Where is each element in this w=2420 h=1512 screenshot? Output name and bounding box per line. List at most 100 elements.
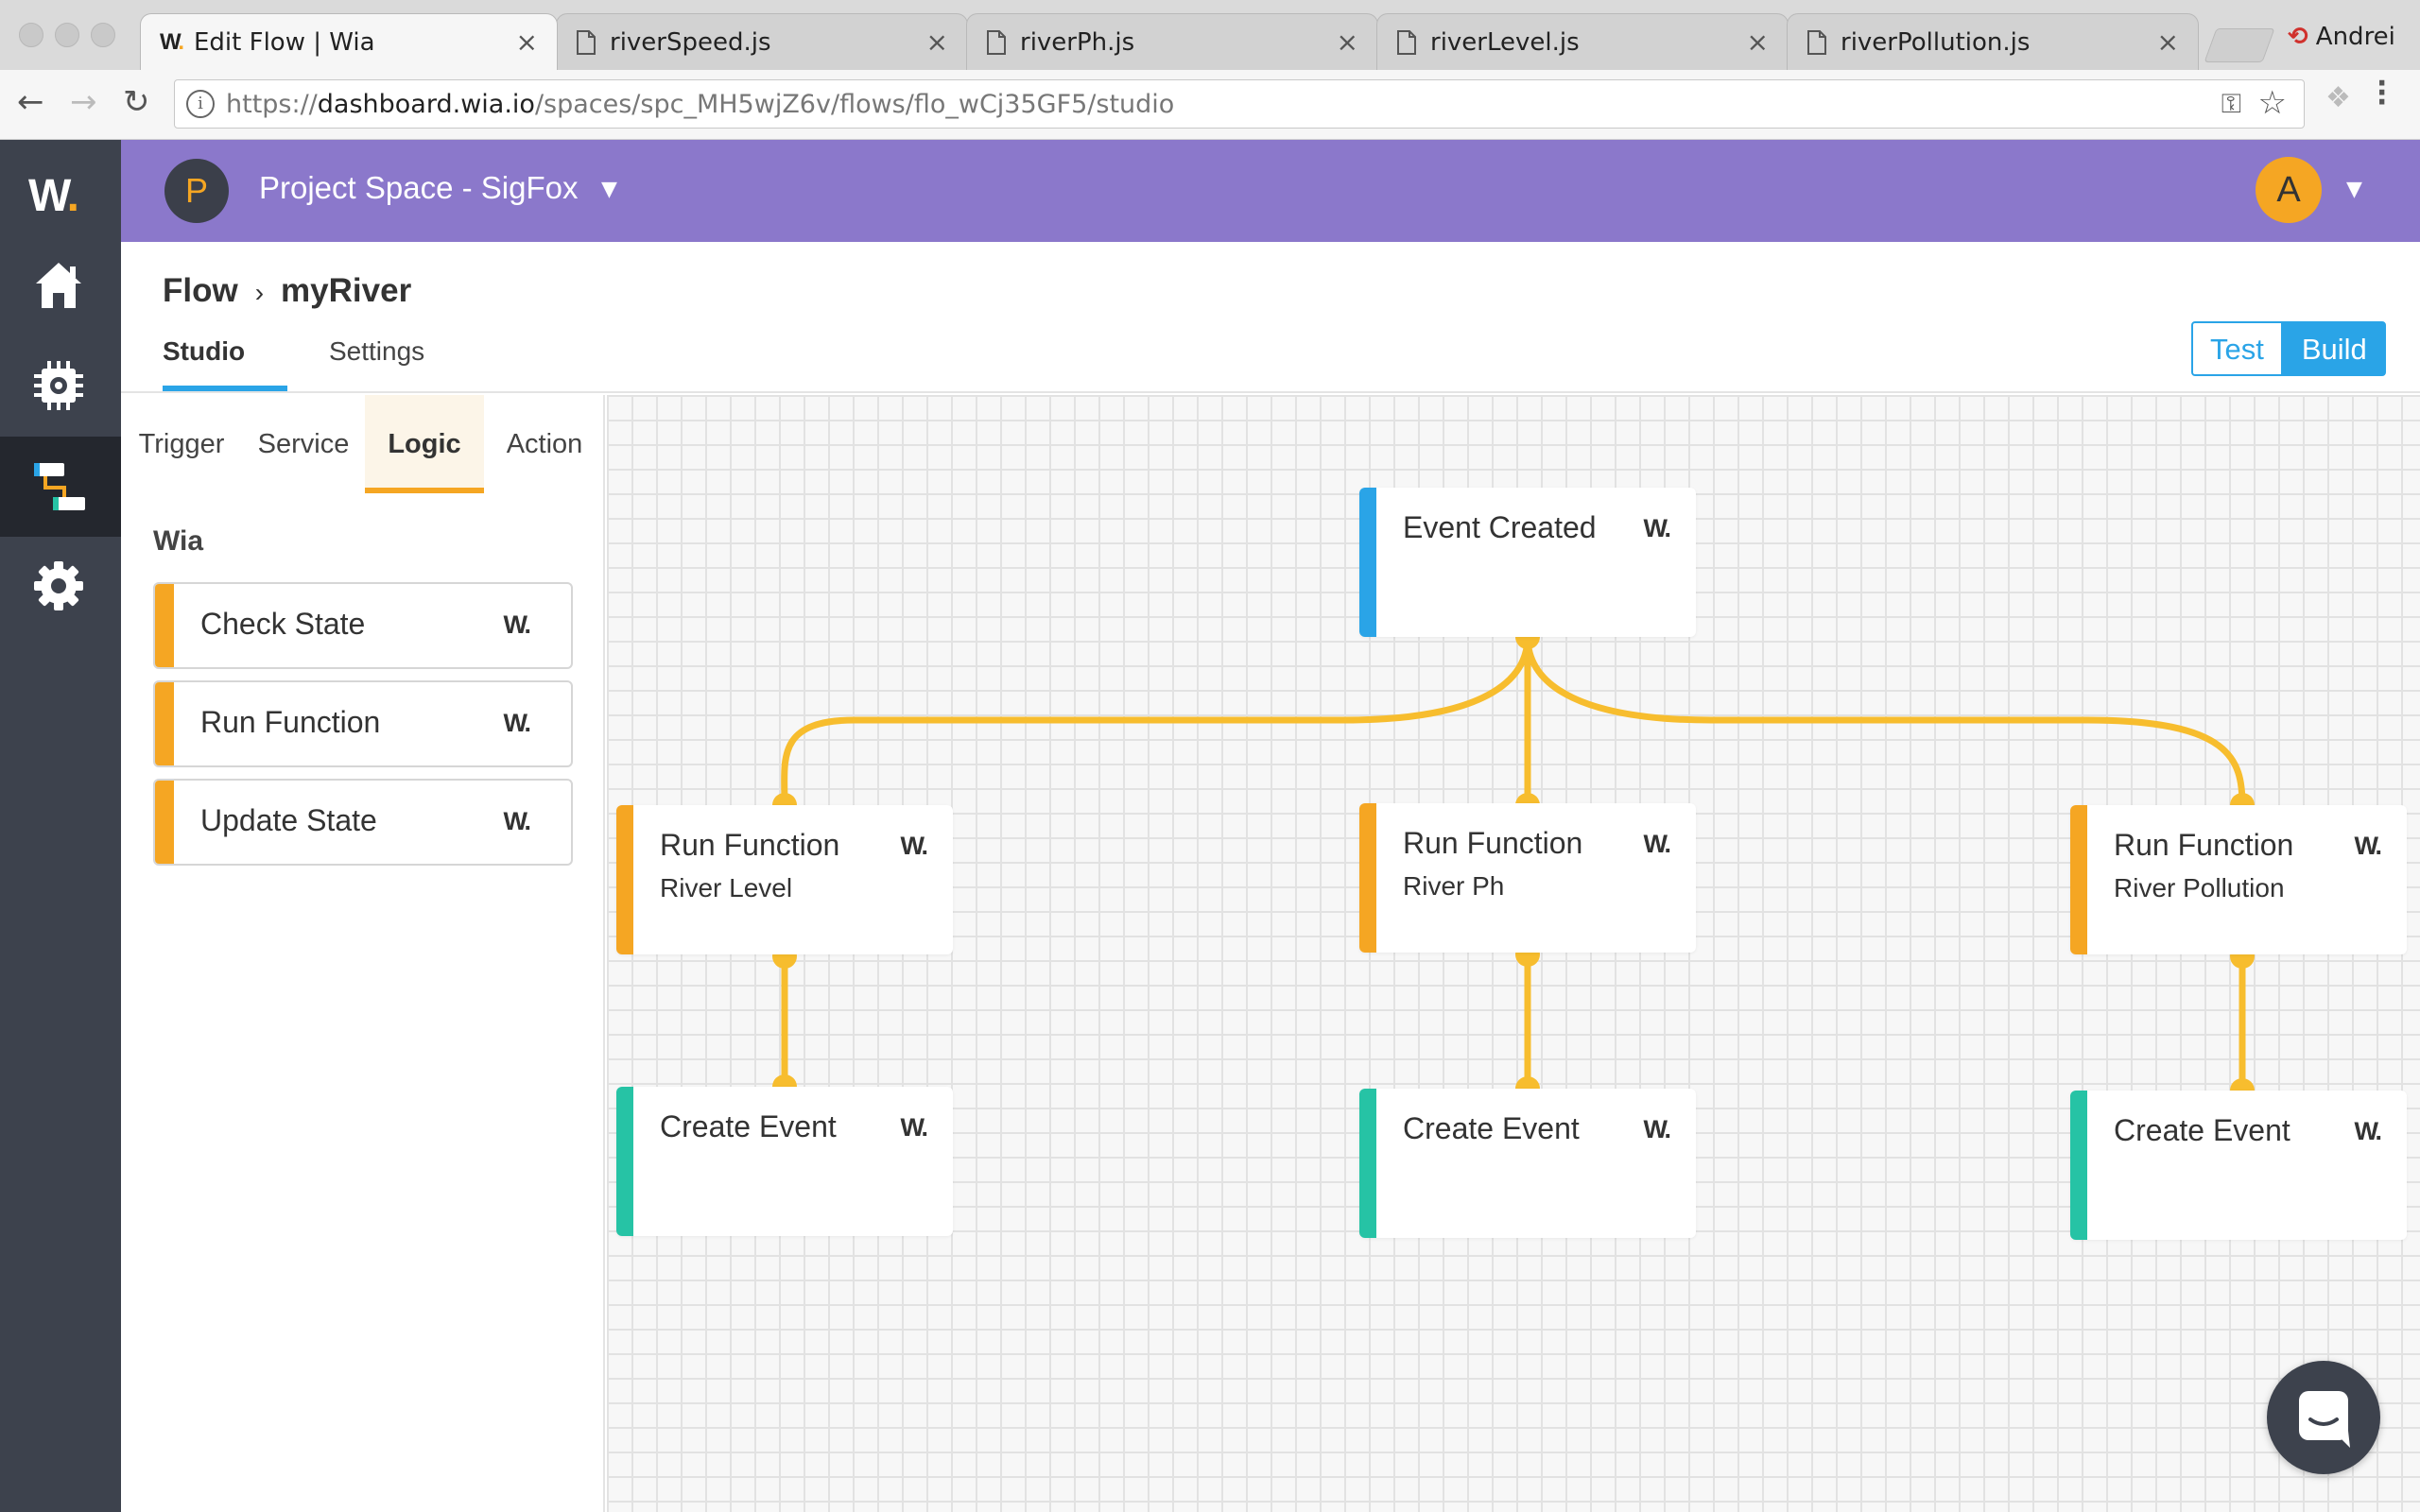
- tab-title: riverSpeed.js: [610, 28, 771, 57]
- site-info-icon[interactable]: i: [186, 90, 215, 118]
- wia-node-logo: W.: [900, 832, 928, 860]
- breadcrumb-flow[interactable]: Flow: [163, 272, 238, 309]
- browser-tab-riverspeed[interactable]: riverSpeed.js ×: [556, 13, 968, 70]
- node-color-bar: [155, 682, 174, 765]
- palette-node-update-state[interactable]: Update State W.: [153, 779, 573, 866]
- category-tab-service[interactable]: Service: [257, 429, 350, 459]
- sidebar-item-home[interactable]: [0, 236, 121, 336]
- window-zoom-button[interactable]: [91, 23, 115, 47]
- tab-settings[interactable]: Settings: [329, 336, 425, 366]
- home-icon: [36, 263, 81, 308]
- flow-subheader: Flow›myRiver Studio Settings Test Build: [121, 242, 2420, 393]
- tab-close-icon[interactable]: ×: [1336, 26, 1358, 58]
- sidebar-item-devices[interactable]: [0, 336, 121, 437]
- window-close-button[interactable]: [19, 23, 43, 47]
- window-minimize-button[interactable]: [55, 23, 79, 47]
- tab-close-icon[interactable]: ×: [1746, 26, 1769, 58]
- wia-node-logo: W.: [1643, 830, 1671, 858]
- node-title: Event Created: [1403, 510, 1597, 544]
- sidebar-item-flows[interactable]: [0, 437, 121, 537]
- tab-close-icon[interactable]: ×: [925, 26, 948, 58]
- flow-node-create-event-2[interactable]: Create Event W.: [1359, 1089, 1696, 1238]
- node-color-bar: [2070, 1091, 2087, 1240]
- node-subtitle: River Level: [660, 873, 793, 902]
- wire-trigger-to-pollution: [1524, 633, 2246, 809]
- chevron-down-icon[interactable]: ▼: [601, 178, 617, 201]
- browser-toolbar: ← → ↻ i https://dashboard.wia.io/spaces/…: [0, 70, 2420, 140]
- node-title: Run Function: [2114, 828, 2294, 862]
- sidebar-item-settings[interactable]: [0, 537, 121, 637]
- mode-toggle: Test Build: [2191, 321, 2386, 376]
- flow-node-create-event-1[interactable]: Create Event W.: [616, 1087, 953, 1236]
- wia-node-logo: W.: [1643, 514, 1671, 542]
- browser-menu-icon[interactable]: ···: [2377, 67, 2388, 119]
- wia-node-logo: W.: [1643, 1115, 1671, 1143]
- tab-close-icon[interactable]: ×: [515, 26, 538, 58]
- app-sidebar: W.: [0, 140, 121, 1512]
- tab-title: riverPh.js: [1020, 28, 1135, 57]
- key-icon[interactable]: ⚿: [2221, 88, 2241, 119]
- flow-icon: [34, 463, 85, 510]
- reload-icon[interactable]: ↻: [123, 83, 150, 121]
- node-color-bar: [2070, 805, 2087, 954]
- chat-launcher-button[interactable]: [2267, 1361, 2380, 1474]
- build-button[interactable]: Build: [2282, 321, 2386, 376]
- breadcrumb-current: myRiver: [281, 272, 412, 309]
- tab-title: riverPollution.js: [1841, 28, 2031, 57]
- category-tab-logic[interactable]: Logic: [365, 395, 484, 493]
- wire-trigger-to-level: [781, 633, 1531, 809]
- tab-close-icon[interactable]: ×: [2156, 26, 2179, 58]
- browser-tab-riverpollution[interactable]: riverPollution.js ×: [1787, 13, 2199, 70]
- flow-node-create-event-3[interactable]: Create Event W.: [2070, 1091, 2407, 1240]
- wia-logo[interactable]: W.: [28, 171, 79, 221]
- flow-canvas[interactable]: Event Created W. Run Function River Leve…: [607, 395, 2420, 1512]
- forward-icon[interactable]: →: [70, 83, 97, 121]
- node-color-bar: [1359, 1089, 1376, 1238]
- palette-node-check-state[interactable]: Check State W.: [153, 582, 573, 669]
- address-bar[interactable]: i https://dashboard.wia.io/spaces/spc_MH…: [174, 79, 2305, 129]
- new-tab-button[interactable]: [2204, 28, 2275, 62]
- tab-studio[interactable]: Studio: [163, 336, 246, 366]
- wia-node-logo: W.: [503, 807, 531, 835]
- node-color-bar: [155, 584, 174, 667]
- test-button[interactable]: Test: [2191, 321, 2283, 376]
- node-color-bar: [1359, 488, 1376, 637]
- node-title: Create Event: [2114, 1113, 2290, 1147]
- chevron-down-icon[interactable]: ▼: [2346, 178, 2362, 201]
- dropbox-extension-icon[interactable]: ❖: [2325, 81, 2351, 114]
- space-selector[interactable]: Project Space - SigFox: [259, 170, 579, 205]
- bookmark-star-icon[interactable]: ☆: [2257, 84, 2287, 122]
- node-color-bar: [616, 1087, 633, 1236]
- wia-node-logo: W.: [900, 1113, 928, 1142]
- chip-icon: [34, 361, 83, 410]
- browser-tab-bar: W. Edit Flow | Wia × riverSpeed.js × riv…: [0, 0, 2420, 70]
- tab-title: Edit Flow | Wia: [194, 28, 375, 57]
- back-icon[interactable]: ←: [17, 83, 44, 121]
- category-tab-trigger[interactable]: Trigger: [138, 429, 225, 459]
- breadcrumb: Flow›myRiver: [163, 272, 411, 310]
- user-avatar[interactable]: A: [2256, 157, 2322, 223]
- flow-node-run-function-river-level[interactable]: Run Function River Level W.: [616, 805, 953, 954]
- browser-tab-riverlevel[interactable]: riverLevel.js ×: [1376, 13, 1789, 70]
- file-icon: [1397, 30, 1416, 55]
- palette-node-label: Update State: [200, 803, 377, 837]
- flow-node-event-created[interactable]: Event Created W.: [1359, 488, 1696, 637]
- browser-profile-button[interactable]: ⟲Andrei: [2288, 23, 2395, 51]
- chat-icon: [2299, 1391, 2350, 1448]
- active-category-underline: [365, 488, 484, 493]
- node-subtitle: River Ph: [1403, 871, 1505, 901]
- gear-icon: [34, 561, 83, 610]
- category-tab-action[interactable]: Action: [506, 429, 583, 459]
- node-title: Create Event: [660, 1109, 837, 1143]
- space-header: P Project Space - SigFox ▼ A ▼: [121, 140, 2420, 242]
- palette-node-run-function[interactable]: Run Function W.: [153, 680, 573, 767]
- flow-node-run-function-river-ph[interactable]: Run Function River Ph W.: [1359, 803, 1696, 953]
- browser-tab-edit-flow[interactable]: W. Edit Flow | Wia ×: [140, 13, 558, 70]
- flow-node-run-function-river-pollution[interactable]: Run Function River Pollution W.: [2070, 805, 2407, 954]
- wia-node-logo: W.: [2354, 1117, 2382, 1145]
- space-avatar[interactable]: P: [164, 159, 229, 223]
- wia-node-logo: W.: [503, 610, 531, 639]
- browser-tab-riverph[interactable]: riverPh.js ×: [966, 13, 1378, 70]
- active-tab-underline: [163, 386, 287, 391]
- file-icon: [577, 30, 596, 55]
